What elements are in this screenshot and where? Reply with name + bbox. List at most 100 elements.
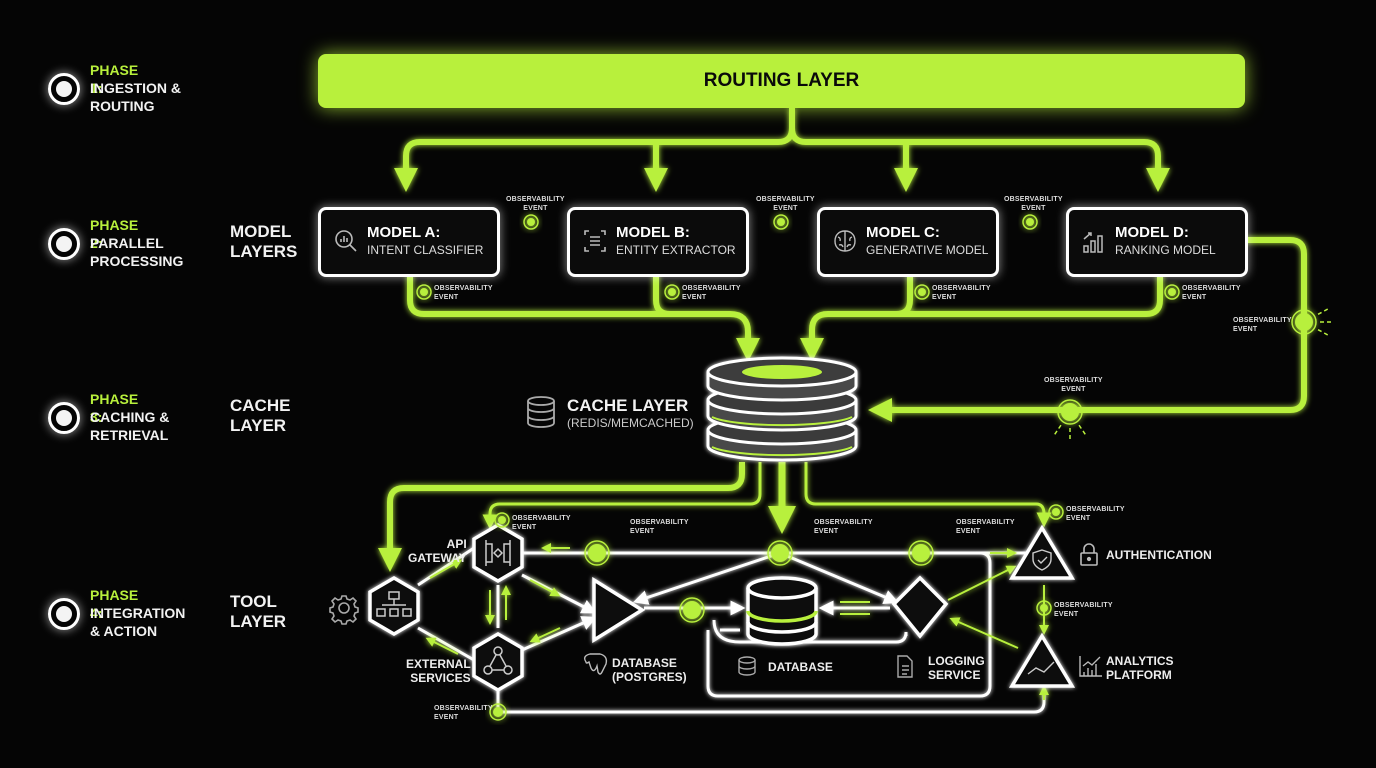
model-title: MODEL C:: [866, 224, 940, 241]
search-analytics-icon: [335, 230, 357, 252]
bar-chart-icon: [1083, 232, 1103, 253]
logging-diamond-node: [891, 575, 949, 639]
layer-label-model: MODEL LAYERS: [230, 222, 298, 261]
gateway-icon: [485, 540, 511, 566]
observability-dot[interactable]: [912, 544, 930, 562]
phase-title: PHASE 4:: [90, 587, 139, 621]
trend-line-icon: [1027, 661, 1055, 675]
analytics-chart-icon: [1079, 656, 1102, 677]
observability-event-label: OBSERVABILITY EVENT: [1182, 285, 1241, 301]
cache-stack: [706, 356, 858, 462]
model-subtitle: RANKING MODEL: [1115, 243, 1216, 257]
signal-ray: [1053, 424, 1062, 436]
observability-ring: [1022, 214, 1038, 230]
observability-ring: [584, 540, 610, 566]
observability-ring: [767, 540, 793, 566]
authentication-triangle-node: [1008, 524, 1076, 580]
observability-event-label: OBSERVABILITY EVENT: [932, 285, 991, 301]
observability-dot[interactable]: [771, 544, 789, 562]
observability-dot[interactable]: [420, 288, 428, 296]
external-services-label: EXTERNAL SERVICES: [406, 657, 471, 685]
observability-event-label: OBSERVABILITY EVENT: [1233, 317, 1292, 333]
elephant-icon: [583, 653, 608, 675]
observability-event-label: OBSERVABILITY EVENT: [814, 519, 873, 535]
model-a-card[interactable]: MODEL A: INTENT CLASSIFIER: [318, 207, 500, 277]
model-subtitle: ENTITY EXTRACTOR: [616, 243, 736, 257]
phase-title: PHASE 1:: [90, 62, 139, 96]
observability-ring: [1048, 504, 1064, 520]
phase-marker-icon: [48, 228, 80, 260]
orchestrator-hex: [368, 575, 420, 637]
cache-to-tool-connectors: [378, 462, 1052, 572]
model-c-card[interactable]: MODEL C: GENERATIVE MODEL: [817, 207, 999, 277]
database-small-icon: [738, 656, 756, 676]
api-gateway-hex: [472, 522, 524, 584]
analytics-triangle-node: [1008, 632, 1076, 688]
database-label: DATABASE: [768, 660, 833, 674]
model-title: MODEL B:: [616, 224, 690, 241]
model-title: MODEL A:: [367, 224, 441, 241]
observability-dot[interactable]: [1061, 403, 1079, 421]
observability-event-label: OBSERVABILITY EVENT: [1044, 377, 1103, 393]
signal-ray: [1317, 329, 1329, 337]
lock-icon: [1080, 543, 1098, 566]
observability-ring: [773, 214, 789, 230]
observability-dot[interactable]: [1026, 218, 1034, 226]
observability-ring: [679, 597, 705, 623]
database-cylinder: [746, 576, 818, 646]
observability-event-label: OBSERVABILITY EVENT: [512, 515, 571, 531]
api-gateway-label: API GATEWAY: [408, 537, 467, 565]
observability-event-label: OBSERVABILITY EVENT: [1004, 196, 1063, 212]
model-d-card[interactable]: MODEL D: RANKING MODEL: [1066, 207, 1248, 277]
phase-marker-icon: [48, 402, 80, 434]
right-triangles: [1008, 524, 1076, 688]
sitemap-icon: [376, 591, 412, 617]
cache-layer-subtitle: (REDIS/MEMCACHED): [567, 416, 694, 430]
network-triangle-icon: [483, 646, 513, 675]
observability-dot[interactable]: [493, 707, 503, 717]
observability-dot[interactable]: [668, 288, 676, 296]
layer-label-cache: CACHE LAYER: [230, 396, 291, 435]
observability-dot[interactable]: [588, 544, 606, 562]
layer-label-tool: TOOL LAYER: [230, 592, 287, 631]
observability-event-label: OBSERVABILITY EVENT: [434, 285, 493, 301]
observability-ring: [416, 284, 432, 300]
routing-layer-label: ROUTING LAYER: [703, 70, 860, 91]
brain-icon: [834, 230, 856, 252]
gear-icon: [329, 595, 359, 625]
observability-dot[interactable]: [1168, 288, 1176, 296]
postgres-triangle-node: [592, 576, 646, 644]
observability-dot[interactable]: [527, 218, 535, 226]
observability-dot[interactable]: [918, 288, 926, 296]
observability-dot[interactable]: [1052, 508, 1060, 516]
observability-ring: [1057, 399, 1083, 425]
shield-check-icon: [1032, 549, 1052, 571]
model-b-card[interactable]: MODEL B: ENTITY EXTRACTOR: [567, 207, 749, 277]
observability-dot[interactable]: [1295, 313, 1313, 331]
observability-ring: [1164, 284, 1180, 300]
observability-event-label: OBSERVABILITY EVENT: [1066, 506, 1125, 522]
observability-dot[interactable]: [683, 601, 701, 619]
model-subtitle: GENERATIVE MODEL: [866, 243, 989, 257]
phase-desc: INTEGRATION & ACTION: [90, 605, 186, 639]
observability-dot[interactable]: [498, 516, 506, 524]
observability-ring: [523, 214, 539, 230]
observability-ring: [1036, 600, 1052, 616]
signal-ray: [1078, 424, 1087, 436]
database-postgres-label: DATABASE (POSTGRES): [612, 656, 687, 684]
observability-event-label: OBSERVABILITY EVENT: [956, 519, 1015, 535]
analytics-platform-label: ANALYTICS PLATFORM: [1106, 654, 1174, 682]
document-scan-icon: [584, 230, 606, 252]
observability-event-label: OBSERVABILITY EVENT: [434, 705, 493, 721]
observability-dots: [416, 214, 1332, 721]
external-services-hex: [472, 631, 524, 693]
cache-database-icon: [527, 396, 555, 428]
observability-event-label: OBSERVABILITY EVENT: [506, 196, 565, 212]
phase-marker-icon: [48, 73, 80, 105]
observability-dot[interactable]: [1040, 604, 1048, 612]
observability-event-label: OBSERVABILITY EVENT: [756, 196, 815, 212]
observability-dot[interactable]: [777, 218, 785, 226]
routing-layer[interactable]: ROUTING LAYER: [318, 54, 1245, 108]
observability-ring: [494, 512, 510, 528]
